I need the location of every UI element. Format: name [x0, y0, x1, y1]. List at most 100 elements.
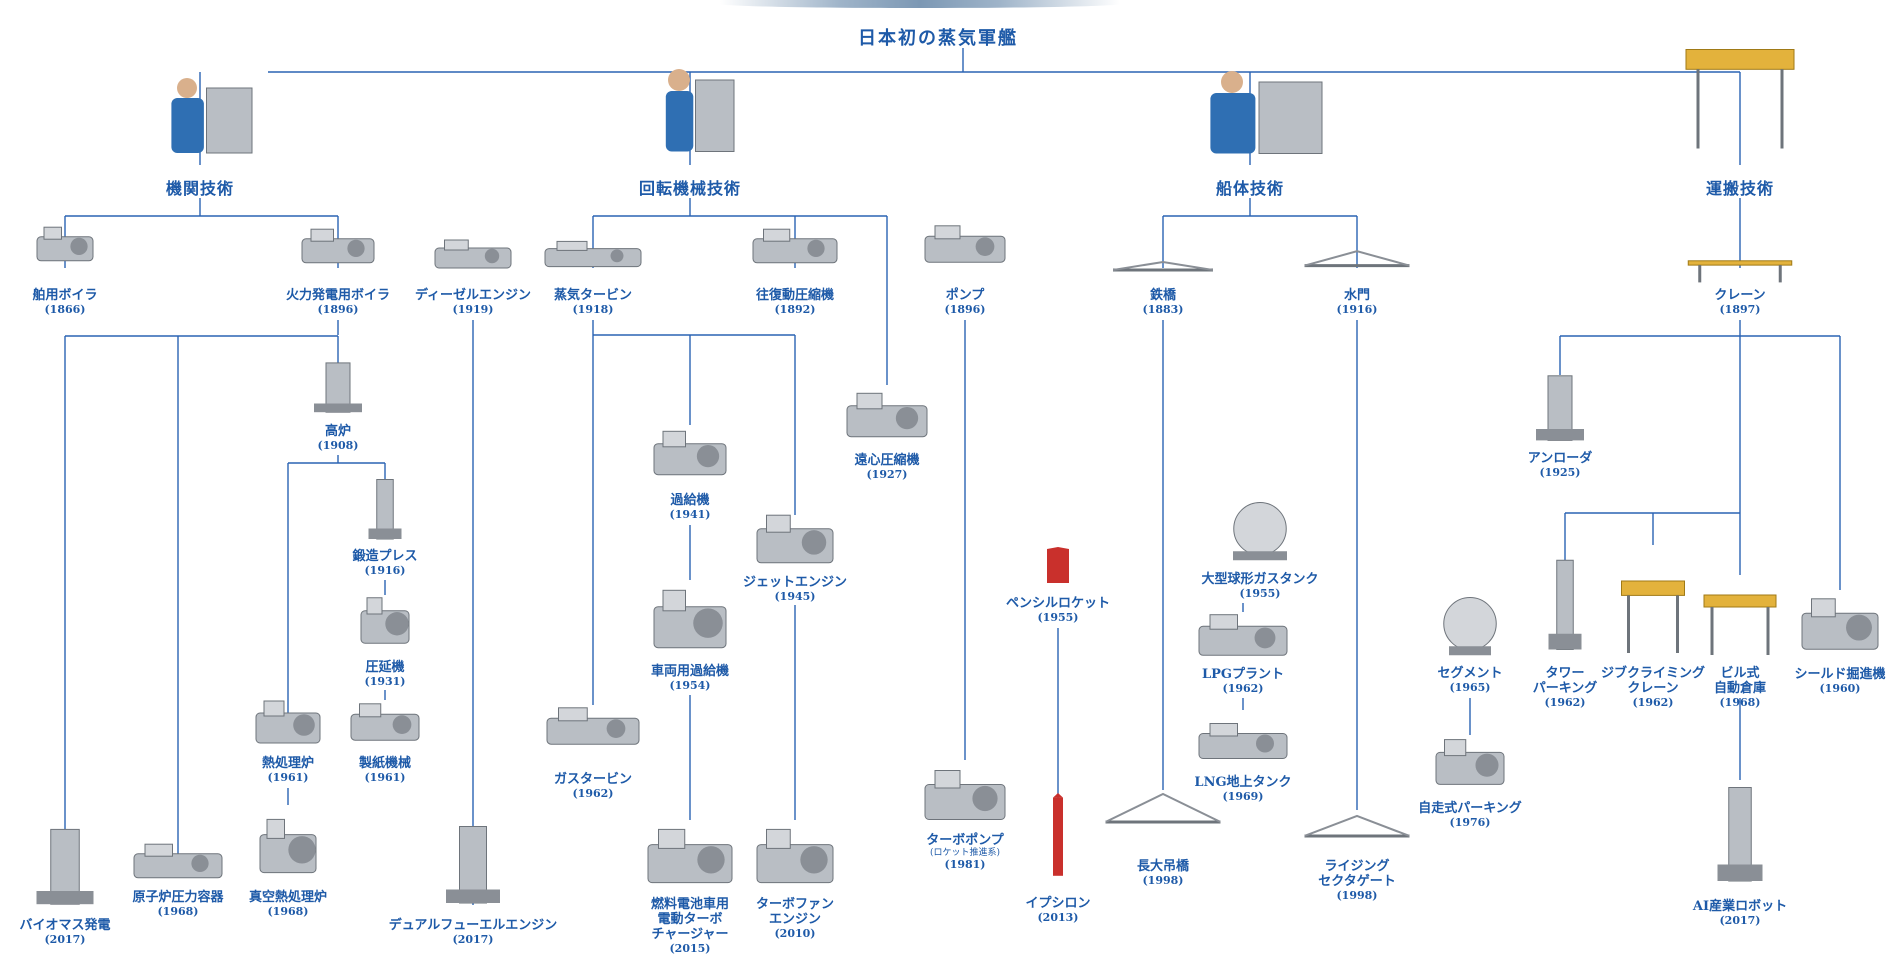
node-year: (1896): [317, 303, 359, 316]
node-year: (1968): [157, 905, 199, 918]
node-label: ターボファン: [755, 897, 835, 912]
gas-turbine-image: [536, 700, 651, 752]
node-year: (1925): [1539, 466, 1581, 479]
dual-fuel-engine-image: [428, 822, 518, 912]
node-thermal-boiler: 火力発電用ボイラ(1896): [286, 288, 390, 316]
node-nuclear-vessel: 原子炉圧力容器(1968): [132, 890, 223, 918]
node-label: セクタゲート: [1318, 874, 1396, 889]
node-year: (1897): [1719, 303, 1761, 316]
node-label: ビル式: [1720, 666, 1760, 681]
top-banner-image: [720, 0, 1120, 8]
node-crane: クレーン(1897): [1714, 288, 1765, 316]
node-year: (1968): [1719, 696, 1761, 709]
turbofan-image: [748, 818, 843, 894]
node-turbocharger: 過給機(1941): [669, 493, 710, 521]
node-label: ライジング: [1324, 859, 1390, 874]
node-lpg-plant: LPGプラント(1962): [1202, 667, 1284, 695]
node-year: (1883): [1142, 303, 1184, 316]
node-label: バイオマス発電: [19, 918, 111, 933]
node-label: 大型球形ガスタンク: [1201, 572, 1319, 587]
node-year: (1962): [572, 787, 614, 800]
node-year: (1931): [364, 675, 406, 688]
node-rising-sector-gate: ライジングセクタゲート(1998): [1318, 859, 1395, 902]
node-epsilon: イプシロン(2013): [1025, 896, 1090, 924]
automated-warehouse-image: [1700, 565, 1780, 665]
node-label: タワー: [1545, 666, 1585, 681]
node-label: 蒸気タービン: [553, 288, 633, 303]
blast-furnace-image: [298, 360, 378, 418]
node-year: (1998): [1142, 874, 1184, 887]
jet-engine-image: [748, 505, 843, 573]
node-year: (1962): [1632, 696, 1674, 709]
node-label: 製紙機械: [358, 756, 412, 771]
node-lng-tank: LNG地上タンク(1969): [1194, 775, 1291, 803]
node-centrifugal-compressor: 遠心圧縮機(1927): [854, 453, 919, 481]
category-hull: 船体技術: [1215, 179, 1285, 198]
node-self-propelled-parking: 自走式パーキング(1976): [1418, 801, 1522, 829]
turbocharger-image: [645, 422, 735, 484]
node-turbofan: ターボファンエンジン(2010): [756, 897, 834, 940]
node-suspension-bridge: 長大吊橋(1998): [1137, 859, 1189, 887]
node-segment: セグメント(1965): [1437, 666, 1502, 694]
node-unloader: アンローダ(1925): [1528, 451, 1592, 479]
epsilon-image: [1033, 793, 1083, 885]
node-label: 原子炉圧力容器: [132, 890, 224, 905]
node-label: 真空熱処理炉: [248, 890, 328, 905]
node-year: (2015): [669, 942, 711, 955]
node-label: LPGプラント: [1201, 667, 1285, 682]
node-label: アンローダ: [1527, 451, 1593, 466]
tower-parking-image: [1538, 555, 1593, 660]
node-label: ターボポンプ: [926, 833, 1004, 848]
node-year: (1945): [774, 590, 816, 603]
node-label: エンジン: [768, 912, 822, 927]
node-label: クレーン: [1714, 288, 1766, 303]
node-pencil-rocket: ペンシルロケット(1955): [1006, 596, 1110, 624]
node-year: (1954): [669, 679, 711, 692]
node-label: 自走式パーキング: [1418, 801, 1522, 816]
biomass-power-image: [18, 825, 113, 913]
node-year: (1969): [1222, 790, 1264, 803]
node-year: (1962): [1544, 696, 1586, 709]
node-vehicle-turbocharger: 車両用過給機(1954): [651, 664, 729, 692]
node-year: (1908): [317, 439, 359, 452]
node-steel-bridge: 鉄橋(1883): [1142, 288, 1183, 316]
node-year: (1918): [572, 303, 614, 316]
node-label: シールド掘進機: [1794, 667, 1886, 682]
node-label: 自動倉庫: [1713, 681, 1767, 696]
vehicle-turbocharger-image: [645, 578, 735, 660]
node-year: (2017): [452, 933, 494, 946]
node-tower-parking: タワーパーキング(1962): [1533, 666, 1598, 709]
node-water-gate: 水門(1916): [1336, 288, 1377, 316]
self-propelled-parking-image: [1428, 730, 1513, 794]
node-sublabel: (ロケット推進系): [929, 848, 1001, 858]
node-forging-press: 鍛造プレス(1916): [352, 549, 417, 577]
diesel-engine-image: [426, 234, 521, 274]
heat-treatment-furnace-image: [248, 692, 328, 752]
vacuum-furnace-image: [253, 808, 323, 884]
node-shield-machine: シールド掘進機(1960): [1794, 667, 1885, 695]
marine-boiler-image: [30, 220, 100, 268]
pump-image: [915, 218, 1015, 270]
node-year: (1896): [944, 303, 986, 316]
transport-worker-illustration: [1680, 0, 1800, 165]
node-year: (1962): [1222, 682, 1264, 695]
node-year: (1960): [1819, 682, 1861, 695]
shield-machine-image: [1793, 588, 1888, 660]
node-ai-robot: AI産業ロボット(2017): [1693, 899, 1787, 927]
node-label: AI産業ロボット: [1692, 899, 1788, 914]
node-label: 火力発電用ボイラ: [285, 288, 391, 303]
node-year: (1955): [1037, 611, 1079, 624]
suspension-bridge-image: [1105, 780, 1221, 850]
node-label: ジェットエンジン: [742, 575, 848, 590]
node-label: 電動ターボ: [657, 912, 723, 927]
node-blast-furnace: 高炉(1908): [317, 424, 358, 452]
node-rolling-mill: 圧延機(1931): [364, 660, 405, 688]
node-automated-warehouse: ビル式自動倉庫(1968): [1714, 666, 1766, 709]
turbopump-image: [915, 760, 1015, 830]
node-year: (2017): [1719, 914, 1761, 927]
engine-worker-illustration: [135, 68, 265, 168]
node-year: (1892): [774, 303, 816, 316]
node-label: 遠心圧縮機: [854, 453, 920, 468]
rising-sector-gate-image: [1304, 806, 1410, 856]
